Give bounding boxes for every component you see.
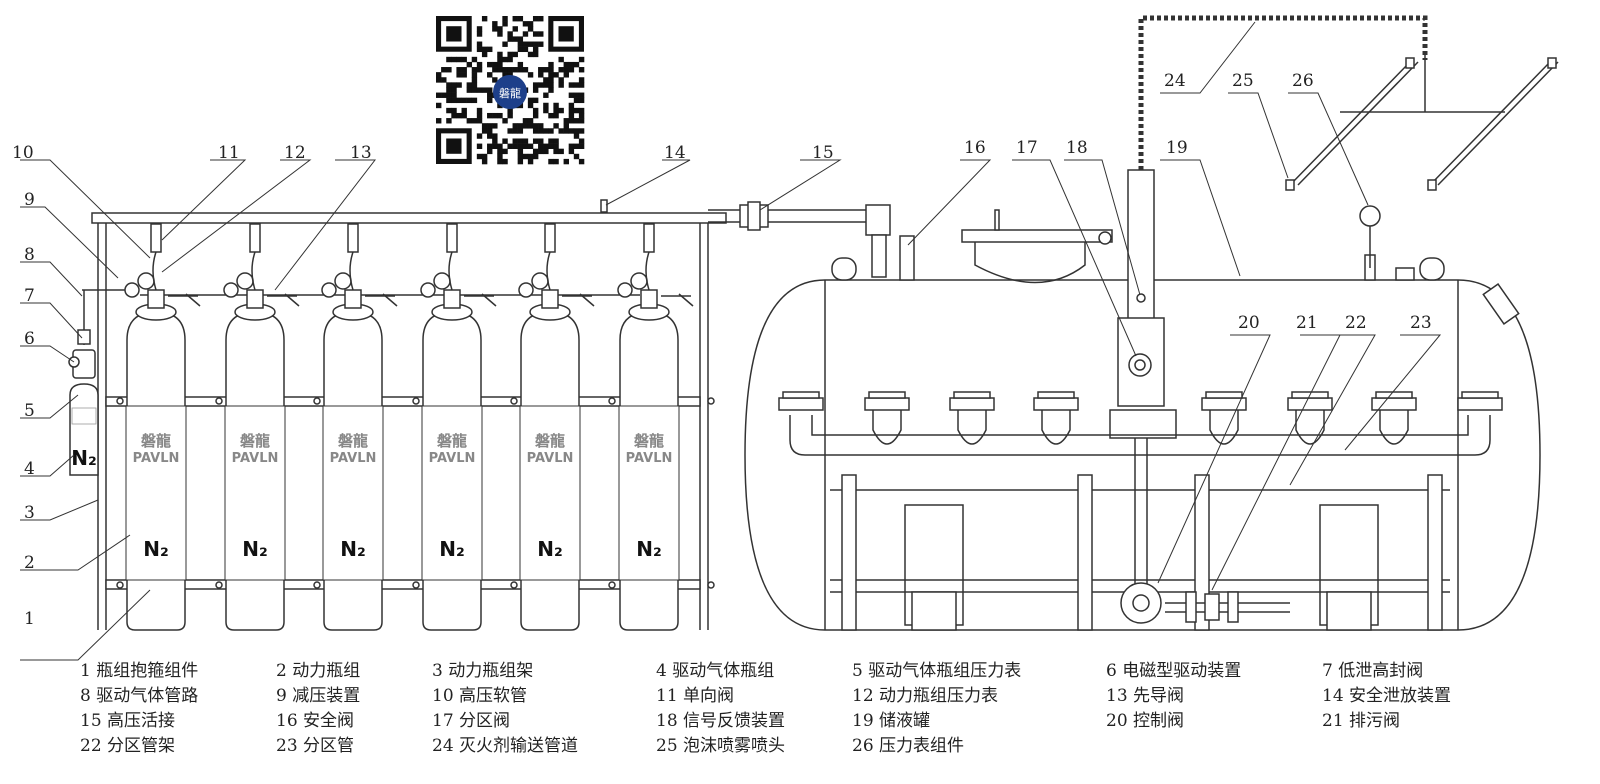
legend-item: 26 压力表组件 — [852, 736, 965, 756]
legend-item: 17 分区阀 — [432, 711, 511, 731]
legend-row: 22 分区管架 23 分区管 24 灭火剂输送管道 25 泡沫喷雾喷头 26 压… — [80, 731, 1540, 756]
callout-2: 2 — [24, 553, 35, 573]
qr-logo — [493, 75, 527, 109]
legend-item: 2 动力瓶组 — [276, 661, 361, 681]
callout-18: 18 — [1066, 138, 1088, 158]
legend-item: 10 高压软管 — [432, 686, 528, 706]
cylinder-brand-cn: 磐龍 — [534, 432, 565, 450]
agent-pipeline — [1138, 15, 1428, 170]
callout-17: 17 — [1016, 138, 1038, 158]
power-cylinder-group: 磐龍PAVLNN₂磐龍PAVLNN₂磐龍PAVLNN₂磐龍PAVLNN₂磐龍PA… — [116, 223, 715, 631]
callout-26: 26 — [1292, 71, 1314, 91]
cylinder-brand-en: PAVLN — [232, 451, 279, 466]
callout-14: 14 — [664, 143, 686, 163]
zone-manifold — [778, 391, 1503, 456]
legend-item: 8 驱动气体管路 — [80, 686, 199, 706]
legend-item: 13 先导阀 — [1106, 686, 1185, 706]
callout-11: 11 — [218, 143, 240, 163]
legend-item: 18 信号反馈装置 — [656, 711, 786, 731]
cylinder-brand-en: PAVLN — [527, 451, 574, 466]
legend-item: 19 储液罐 — [852, 711, 931, 731]
legend-item: 1 瓶组抱箍组件 — [80, 661, 199, 681]
qr-code — [436, 16, 585, 165]
storage-tank — [744, 209, 1541, 631]
legend-row: 15 高压活接 16 安全阀 17 分区阀 18 信号反馈装置 19 储液罐 2… — [80, 706, 1540, 731]
cylinder-gas-label: N₂ — [537, 537, 563, 561]
callout-10: 10 — [12, 143, 34, 163]
cylinder-brand-en: PAVLN — [133, 451, 180, 466]
legend-item: 4 驱动气体瓶组 — [656, 661, 775, 681]
callout-22: 22 — [1345, 313, 1367, 333]
legend-item: 11 单向阀 — [656, 686, 735, 706]
legend-item: 5 驱动气体瓶组压力表 — [852, 661, 1022, 681]
cylinder-brand-en: PAVLN — [330, 451, 377, 466]
cylinder-brand-cn: 磐龍 — [140, 432, 171, 450]
legend-item: 12 动力瓶组压力表 — [852, 686, 999, 706]
legend-item: 7 低泄高封阀 — [1322, 661, 1424, 681]
foam-spray-branches — [1285, 55, 1559, 268]
legend-item: 20 控制阀 — [1106, 711, 1185, 731]
legend-item: 15 高压活接 — [80, 711, 176, 731]
drive-gas-cylinder: N₂ — [68, 290, 99, 476]
callout-6: 6 — [24, 329, 35, 349]
legend-item: 16 安全阀 — [276, 711, 355, 731]
cylinder-gas-label: N₂ — [636, 537, 662, 561]
callout-25: 25 — [1232, 71, 1254, 91]
qr-logo-text: 磐龍 — [499, 86, 521, 100]
callout-numbers: 1 2 3 4 5 6 7 8 9 10 11 12 13 14 15 16 1… — [12, 71, 1432, 629]
cylinder-gas-label: N₂ — [340, 537, 366, 561]
drive-cylinder-gas-label: N₂ — [71, 446, 97, 470]
cylinder-brand-cn: 磐龍 — [633, 432, 664, 450]
legend-item: 23 分区管 — [276, 736, 355, 756]
legend-item: 21 排污阀 — [1322, 711, 1401, 731]
callout-21: 21 — [1296, 313, 1318, 333]
callout-19: 19 — [1166, 138, 1188, 158]
callout-4: 4 — [24, 459, 35, 479]
legend-item: 9 减压装置 — [276, 686, 361, 706]
callout-20: 20 — [1238, 313, 1260, 333]
legend-row: 1 瓶组抱箍组件 2 动力瓶组 3 动力瓶组架 4 驱动气体瓶组 5 驱动气体瓶… — [80, 656, 1540, 681]
legend-row: 8 驱动气体管路 9 减压装置 10 高压软管 11 单向阀 12 动力瓶组压力… — [80, 681, 1540, 706]
discharge-pipe — [600, 199, 891, 278]
component-legend: 1 瓶组抱箍组件 2 动力瓶组 3 动力瓶组架 4 驱动气体瓶组 5 驱动气体瓶… — [80, 656, 1540, 756]
callout-leaders — [20, 21, 1442, 661]
cylinder-rack — [82, 212, 727, 630]
cylinder-gas-label: N₂ — [143, 537, 169, 561]
legend-item: 3 动力瓶组架 — [432, 661, 534, 681]
callout-8: 8 — [24, 245, 35, 265]
cylinder-brand-cn: 磐龍 — [337, 432, 368, 450]
cylinder-gas-label: N₂ — [242, 537, 268, 561]
callout-16: 16 — [964, 138, 986, 158]
callout-5: 5 — [24, 401, 35, 421]
delivery-pipe — [1109, 169, 1290, 624]
callout-9: 9 — [24, 190, 35, 210]
callout-3: 3 — [24, 503, 35, 523]
cylinder-brand-en: PAVLN — [429, 451, 476, 466]
tank-support — [830, 474, 1450, 631]
legend-item: 6 电磁型驱动装置 — [1106, 661, 1242, 681]
callout-24: 24 — [1164, 71, 1186, 91]
legend-item: 24 灭火剂输送管道 — [432, 736, 579, 756]
cylinder-brand-en: PAVLN — [626, 451, 673, 466]
callout-23: 23 — [1410, 313, 1432, 333]
cylinder-brand-cn: 磐龍 — [436, 432, 467, 450]
callout-1: 1 — [24, 609, 35, 629]
cylinder-gas-label: N₂ — [439, 537, 465, 561]
legend-item: 25 泡沫喷雾喷头 — [656, 736, 786, 756]
callout-13: 13 — [350, 143, 372, 163]
cylinder-brand-cn: 磐龍 — [239, 432, 270, 450]
callout-7: 7 — [24, 286, 35, 306]
legend-item: 22 分区管架 — [80, 736, 176, 756]
callout-15: 15 — [812, 143, 834, 163]
legend-item: 14 安全泄放装置 — [1322, 686, 1452, 706]
callout-12: 12 — [284, 143, 306, 163]
